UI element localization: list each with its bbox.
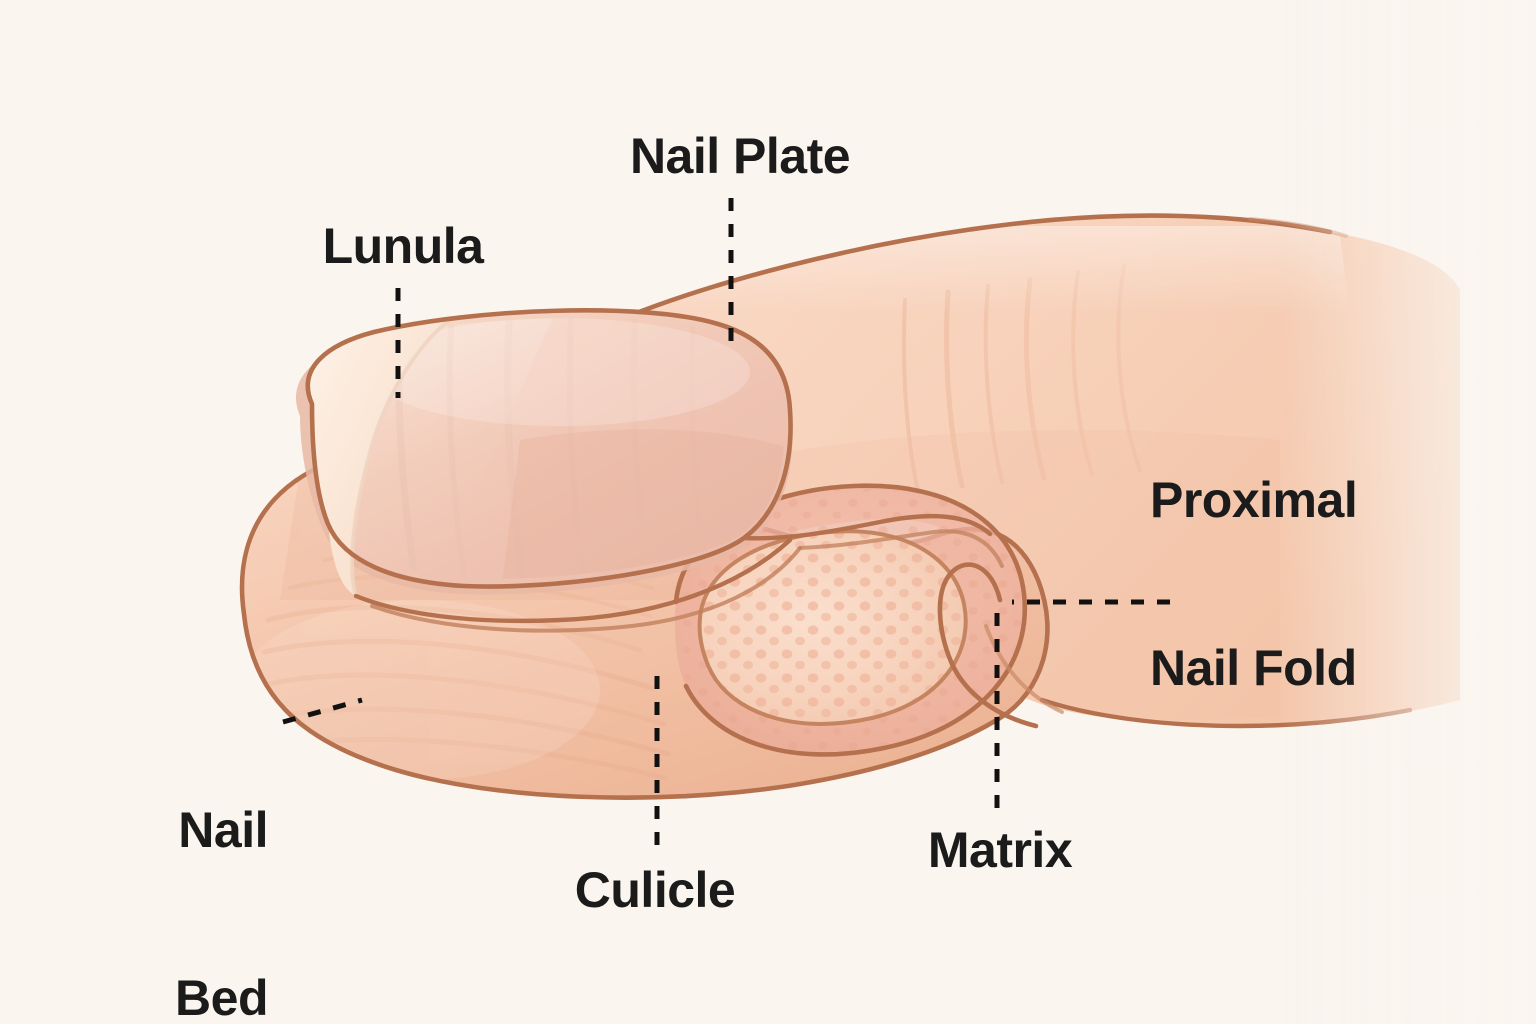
lunula-shape <box>307 318 452 596</box>
nail-plate-outline <box>305 308 793 589</box>
label-matrix: Matrix <box>927 822 1073 878</box>
nail-root-hook <box>937 562 1039 729</box>
label-proximal-nail-fold-line2: Nail Fold <box>1150 640 1357 696</box>
label-lunula: Lunula <box>322 218 484 274</box>
label-culicle: Culicle <box>574 862 736 918</box>
nail-plate-region <box>295 308 1004 633</box>
right-edge-fade <box>1280 0 1536 1024</box>
finger-top-outline <box>597 213 1333 331</box>
label-nail-bed: Nail Bed <box>175 690 268 1024</box>
label-proximal-nail-fold-line1: Proximal <box>1150 472 1358 528</box>
nail-plate-lower-edge <box>353 537 793 624</box>
label-nail-bed-line1: Nail <box>178 802 268 858</box>
label-proximal-nail-fold: Proximal Nail Fold <box>1150 360 1358 808</box>
label-nail-bed-line2: Bed <box>175 970 268 1024</box>
leader-lines <box>282 198 1170 845</box>
label-nail-plate: Nail Plate <box>629 128 851 184</box>
